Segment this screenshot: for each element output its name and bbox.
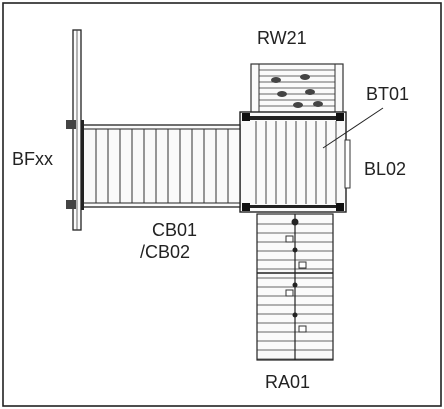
ramp-ra01 — [256, 213, 334, 361]
tower-deck — [239, 111, 351, 213]
label-cb02: /CB02 — [140, 242, 190, 262]
label-rw21: RW21 — [257, 28, 307, 48]
label-bt01: BT01 — [366, 84, 409, 104]
rock-hold — [300, 74, 310, 80]
rock-wall-slats — [259, 69, 335, 113]
rock-hold — [271, 77, 281, 83]
rock-hold — [305, 89, 315, 95]
rock-wall-rw21 — [250, 63, 344, 115]
label-bl02: BL02 — [364, 159, 406, 179]
beam-frame-bfxx — [66, 29, 84, 231]
rock-hold — [293, 102, 303, 108]
label-bfxx: BFxx — [12, 149, 53, 169]
label-cb01: CB01 — [152, 220, 197, 240]
bridge-cb01 — [81, 124, 241, 208]
leader-line-bt01 — [322, 107, 384, 149]
deck-boards — [255, 121, 337, 204]
rock-hold — [313, 101, 323, 107]
bridge-boards — [95, 129, 229, 203]
label-ra01: RA01 — [265, 372, 310, 392]
rock-hold — [277, 91, 287, 97]
